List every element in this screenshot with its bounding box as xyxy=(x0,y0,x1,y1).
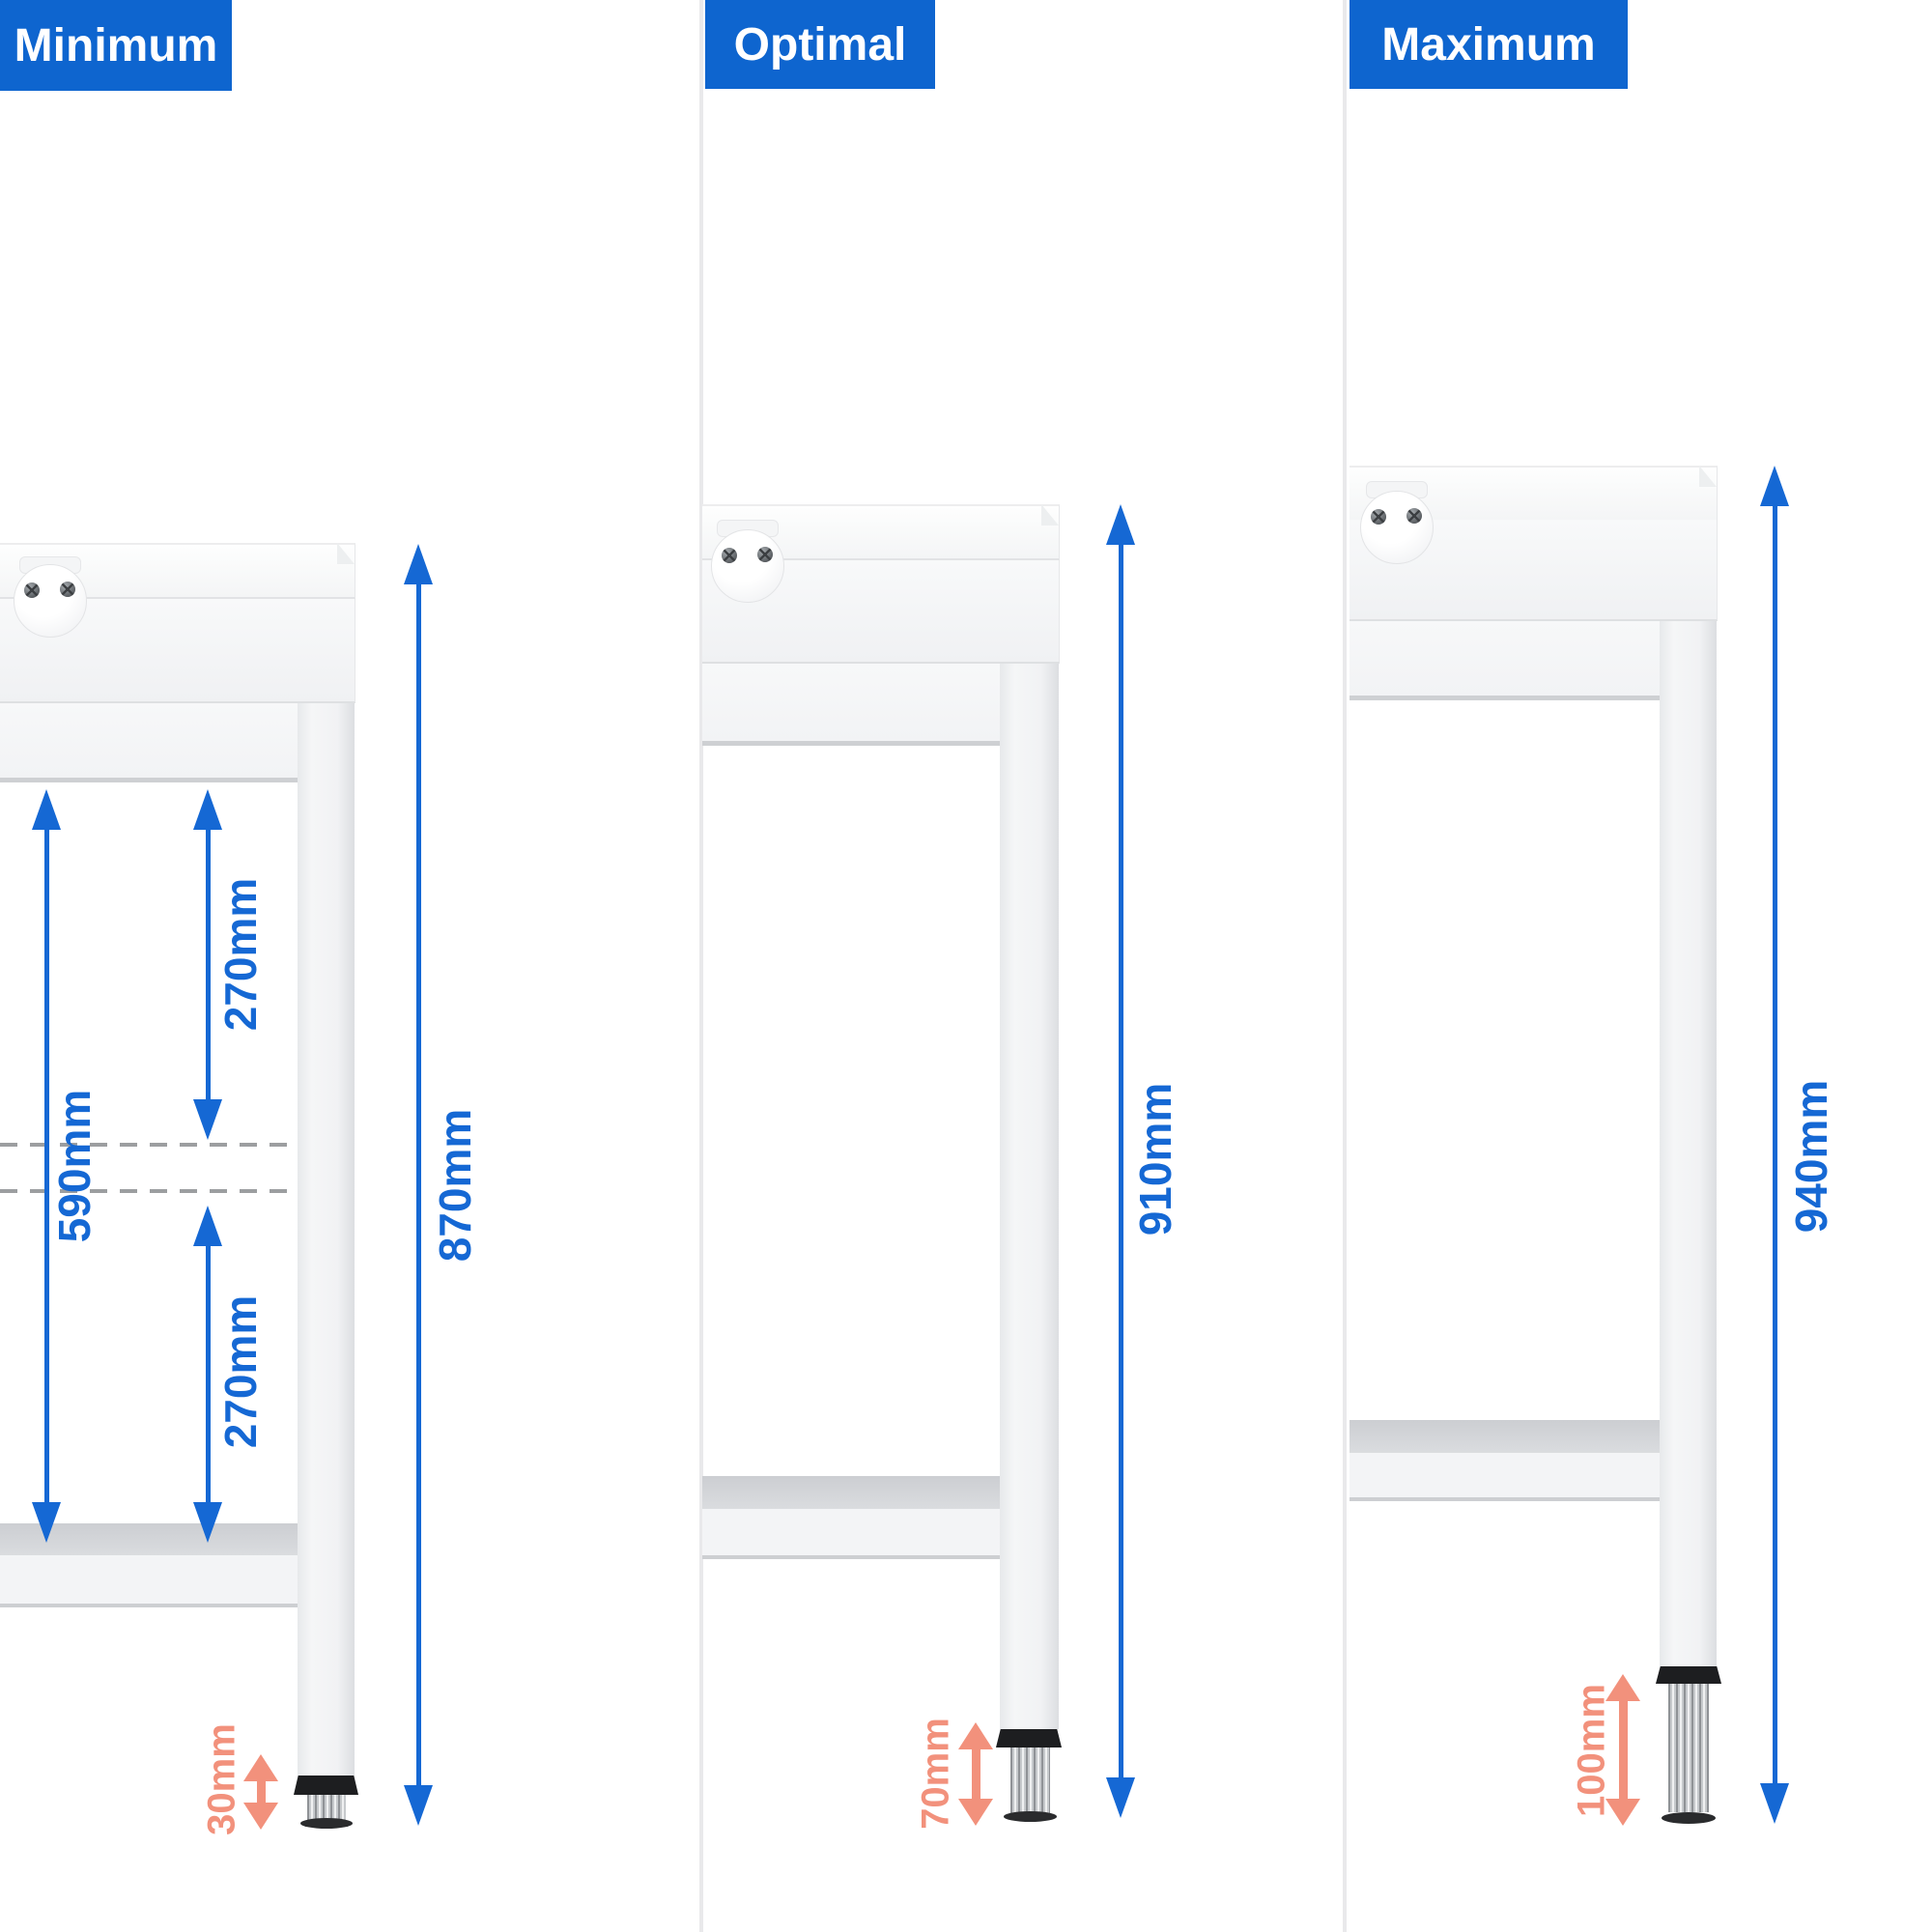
arrowhead-down-icon xyxy=(193,1502,222,1543)
dimension-line xyxy=(205,826,211,1103)
panel-title-label: Optimal xyxy=(733,18,907,71)
arrowhead-up-icon xyxy=(1106,504,1135,545)
arrowhead-up-icon xyxy=(193,1206,222,1246)
table-leg xyxy=(1660,621,1717,1666)
panel-divider-left xyxy=(699,0,703,1932)
wall-bracket xyxy=(14,564,87,638)
arrowhead-up-icon xyxy=(243,1754,278,1781)
arrowhead-down-icon xyxy=(404,1785,433,1826)
foot-cap xyxy=(1656,1666,1721,1684)
table-leg xyxy=(298,703,355,1776)
dimension-line xyxy=(415,581,421,1789)
dim-arrow-inner-bottom xyxy=(193,1206,222,1543)
panel-title-badge: Optimal xyxy=(705,0,935,89)
panel-title-label: Minimum xyxy=(14,19,218,71)
dimension-line xyxy=(205,1242,211,1506)
dim-label-total-height: 910mm xyxy=(1130,1082,1180,1236)
dim-arrow-inner-top xyxy=(193,789,222,1140)
panel-title-badge: Maximum xyxy=(1350,0,1628,89)
center-dashed-line-lower xyxy=(0,1189,299,1193)
bracket-screw-left-icon xyxy=(24,582,40,598)
dim-label-foot-adjust: 30mm xyxy=(200,1723,243,1835)
bracket-screw-right-icon xyxy=(757,547,773,562)
dimension-line xyxy=(256,1777,266,1806)
dim-label-inner-left: 590mm xyxy=(49,1089,99,1243)
arrowhead-down-icon xyxy=(1760,1783,1789,1824)
dim-arrow-total-height xyxy=(1106,504,1135,1818)
support-rail xyxy=(0,703,298,782)
dimension-line xyxy=(1118,541,1123,1781)
bracket-screw-left-icon xyxy=(1371,509,1386,525)
dim-arrow-foot-adjust xyxy=(1605,1674,1640,1826)
arrowhead-up-icon xyxy=(32,789,61,830)
dim-arrow-total-height xyxy=(404,544,433,1826)
arrowhead-up-icon xyxy=(1760,466,1789,506)
arrowhead-down-icon xyxy=(32,1502,61,1543)
dim-label-inner-bottom: 270mm xyxy=(215,1294,266,1449)
support-rail xyxy=(1350,621,1660,700)
dim-arrow-foot-adjust xyxy=(958,1722,993,1826)
dimension-line xyxy=(1772,502,1777,1787)
foot-cap xyxy=(294,1776,358,1795)
arrowhead-down-icon xyxy=(1106,1777,1135,1818)
under-shelf-top xyxy=(702,1476,1000,1509)
panel-divider-right xyxy=(1343,0,1347,1932)
under-shelf-front xyxy=(0,1555,298,1607)
adjustable-foot xyxy=(307,1795,346,1820)
under-shelf-top xyxy=(1350,1420,1660,1453)
dimension-line xyxy=(1618,1697,1628,1803)
wall-bracket xyxy=(1360,491,1434,564)
bracket-screw-left-icon xyxy=(722,548,737,563)
arrowhead-up-icon xyxy=(404,544,433,584)
support-rail xyxy=(702,664,1000,746)
dim-label-total-height: 870mm xyxy=(430,1108,480,1263)
dim-label-total-height: 940mm xyxy=(1786,1079,1836,1234)
arrowhead-down-icon xyxy=(193,1099,222,1140)
dimension-line xyxy=(43,826,49,1506)
foot-base-ring xyxy=(300,1818,353,1829)
arrowhead-down-icon xyxy=(1605,1799,1640,1826)
foot-base-ring xyxy=(1004,1811,1057,1822)
adjustable-foot xyxy=(1010,1747,1050,1813)
wall-bracket xyxy=(711,529,784,603)
foot-base-ring xyxy=(1662,1812,1716,1824)
under-shelf-front xyxy=(702,1509,1000,1559)
dim-arrow-total-height xyxy=(1760,466,1789,1824)
center-dashed-line-upper xyxy=(0,1143,299,1147)
bracket-screw-right-icon xyxy=(60,582,75,597)
dimension-line xyxy=(971,1746,980,1803)
arrowhead-up-icon xyxy=(958,1722,993,1749)
panel-title-badge: Minimum xyxy=(0,0,232,91)
table-leg xyxy=(1000,664,1059,1729)
arrowhead-up-icon xyxy=(1605,1674,1640,1701)
bracket-screw-right-icon xyxy=(1406,508,1422,524)
under-shelf-front xyxy=(1350,1453,1660,1501)
arrowhead-up-icon xyxy=(193,789,222,830)
adjustable-foot xyxy=(1668,1684,1709,1812)
dim-arrow-foot-adjust xyxy=(243,1754,278,1830)
foot-cap xyxy=(996,1729,1062,1747)
arrowhead-down-icon xyxy=(243,1803,278,1830)
dim-label-foot-adjust: 100mm xyxy=(1570,1684,1613,1817)
dim-label-inner-top: 270mm xyxy=(215,877,266,1032)
dim-label-foot-adjust: 70mm xyxy=(914,1718,957,1830)
dim-arrow-inner-left xyxy=(32,789,61,1543)
arrowhead-down-icon xyxy=(958,1799,993,1826)
panel-title-label: Maximum xyxy=(1381,18,1596,71)
